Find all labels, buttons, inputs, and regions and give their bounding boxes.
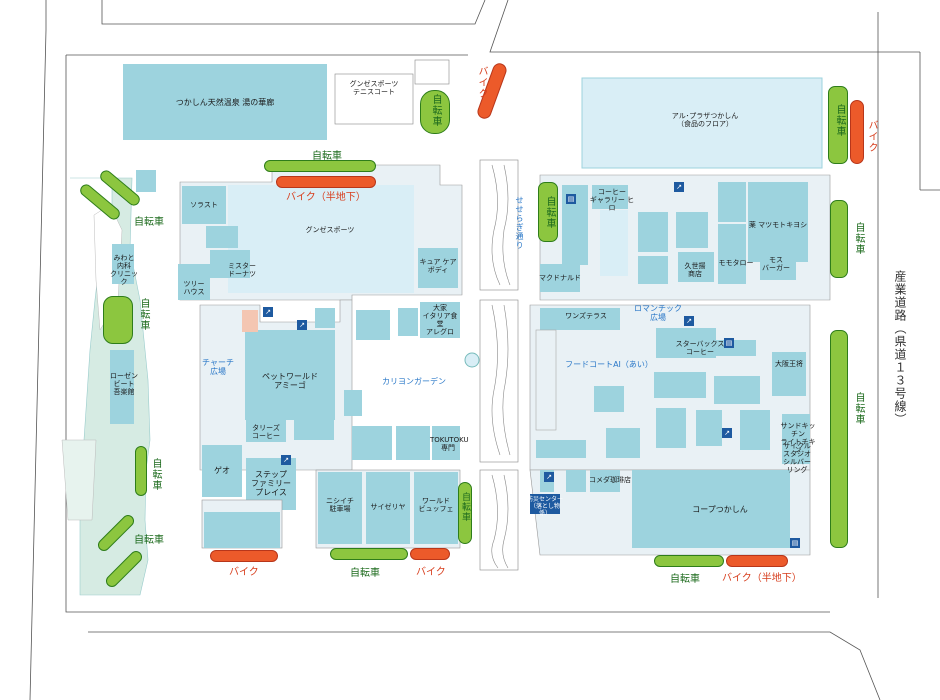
bicycle-parking-coop-label: 自転車 xyxy=(670,574,700,585)
bicycle-parking-east-3 xyxy=(830,330,848,548)
bicycle-parking-east-2-label: 自転車 xyxy=(853,222,864,255)
bicycle-parking-west-4 xyxy=(135,446,147,496)
escalator-icon: ↗ xyxy=(722,428,732,438)
bicycle-parking-east-3-label: 自転車 xyxy=(853,392,864,425)
church-plaza-label: チャーチ 広場 xyxy=(202,358,234,377)
gunze-sports-label: グンゼスポーツ xyxy=(305,226,355,234)
nishiichi-label: ニシイチ 駐車場 xyxy=(326,497,354,514)
geo-label: ゲオ xyxy=(214,466,230,475)
east-block xyxy=(529,174,831,556)
starbucks-label: スターバックス コーヒー xyxy=(675,340,725,357)
gunze-tennis-label: グンゼスポーツ テニスコート xyxy=(349,80,399,97)
motorbike-parking-south-label: バイク xyxy=(416,567,446,578)
coop-label: コープつかしん xyxy=(692,505,748,514)
escalator-icon: ↗ xyxy=(674,182,684,192)
taiyo-label: 大阪王将 xyxy=(775,360,803,368)
bicycle-parking-west-south xyxy=(458,482,472,544)
bicycle-parking-west-3 xyxy=(103,296,133,344)
bicycle-parking-east-1 xyxy=(828,86,848,164)
bicycle-parking-south-label: 自転車 xyxy=(350,568,380,579)
mos-label: モス バーガー xyxy=(762,256,790,273)
motorbike-parking-coop-label: バイク（半地下） xyxy=(722,573,802,584)
petworld-label: ペットワールド アミーゴ xyxy=(262,372,318,391)
bicycle-parking-seseragi-label: 自転車 xyxy=(544,196,555,229)
bicycle-parking-coop xyxy=(654,555,724,567)
bicycle-parking-north xyxy=(264,160,376,172)
bosai-label: 防災センター （落とし物係） xyxy=(527,496,564,517)
roads xyxy=(29,0,940,700)
bicycle-parking-west-5-label: 自転車 xyxy=(134,535,164,546)
elevator-icon: ▤ xyxy=(566,194,576,204)
escalator-icon: ↗ xyxy=(544,472,554,482)
seseragi-label: せせらぎ通り xyxy=(515,196,524,250)
escalator-icon: ↗ xyxy=(684,316,694,326)
bicycle-parking-south xyxy=(330,548,408,560)
bicycle-parking-west-4-label: 自転車 xyxy=(150,458,161,491)
sandwich-label: サンドキッチン ライトチキン xyxy=(780,422,816,455)
escalator-icon: ↗ xyxy=(281,455,291,465)
world-buffet-label: ワールド ビュッフェ xyxy=(418,497,454,514)
foodcourt-label: フードコートAI（あい） xyxy=(565,360,653,369)
twee-house-label: ツリー ハウス xyxy=(183,280,205,297)
saizeriya-label: サイゼリヤ xyxy=(370,503,406,511)
cure-care-label: キュア ケア ボディ xyxy=(419,258,457,275)
momotaro-label: モモタロー xyxy=(718,259,754,267)
tullys-label: タリーズ コーヒー xyxy=(252,424,280,441)
motorbike-parking-south xyxy=(410,548,450,560)
tokutoku-label: TOKUTOKU 専門 xyxy=(430,436,469,453)
miwa-clinic-label: みわと 内科 クリニック xyxy=(110,254,138,287)
west-block xyxy=(178,164,463,549)
bicycle-parking-tennis xyxy=(420,90,450,134)
motorbike-parking-southwest-label: バイク xyxy=(229,567,259,578)
komeda-label: コメダ珈琲店 xyxy=(589,476,631,484)
motorbike-parking-east xyxy=(850,100,864,164)
motorbike-parking-coop xyxy=(726,555,788,567)
bicycle-parking-east-1-label: 自転車 xyxy=(834,104,845,137)
kumeya-label: 久世揚 商店 xyxy=(684,262,706,279)
elevator-icon: ▤ xyxy=(724,338,734,348)
sorasto-label: ソラスト xyxy=(190,201,218,209)
motorbike-parking-north-label: バイク（半地下） xyxy=(286,192,366,203)
bicycle-parking-east-2 xyxy=(830,200,848,278)
elevator-icon: ▤ xyxy=(790,538,800,548)
bicycle-parking-west-1-label: 自転車 xyxy=(134,217,164,228)
bicycle-parking-west-south-label: 自転車 xyxy=(460,492,470,522)
bicycle-parking-west-3-label: 自転車 xyxy=(138,298,149,331)
coffee-gallery-label: コーヒー ギャラリー ヒロ xyxy=(589,188,635,213)
onsen-label: つかしん天然温泉 湯の華廊 xyxy=(175,98,275,107)
rosen-label: ローゼン ビート 吾楽館 xyxy=(110,372,138,397)
bicycle-parking-seseragi xyxy=(538,182,558,242)
motorbike-parking-north xyxy=(276,176,376,188)
sangyo-road-label: 産業道路（県道１３号線） xyxy=(893,270,907,426)
step-family-label: ステップ ファミリー プレイス xyxy=(251,470,291,498)
onsen-building xyxy=(123,64,327,140)
mister-donut-label: ミスター ドーナツ xyxy=(228,262,256,279)
daikoku-label: 大家 イタリア食堂 アレグロ xyxy=(422,304,458,337)
motorbike-parking-east-label: バイク xyxy=(866,120,877,153)
bicycle-parking-north-label: 自転車 xyxy=(312,151,342,162)
bicycle-parking-tennis-label: 自転車 xyxy=(430,94,441,127)
escalator-icon: ↗ xyxy=(263,307,273,317)
motorbike-parking-southwest xyxy=(210,550,278,562)
mcdonalds-label: マクドナルド xyxy=(539,274,581,282)
kariyon-label: カリヨンガーデン xyxy=(382,377,446,386)
matsumoto-label: 薬 マツモトキヨシ xyxy=(748,221,808,229)
cycle-studio-label: サイクル スタジオ シルバー リング xyxy=(783,442,811,475)
seseragi-stream xyxy=(464,159,519,571)
motorbike-parking-northeast-label: バイク xyxy=(476,66,487,99)
romantic-plaza-label: ロマンチック 広場 xyxy=(634,304,682,323)
al-plaza-label: アル･プラザつかしん （食品のフロア） xyxy=(671,112,739,129)
escalator-icon: ↗ xyxy=(297,320,307,330)
wonz-terrace-label: ワンズテラス xyxy=(565,312,607,320)
